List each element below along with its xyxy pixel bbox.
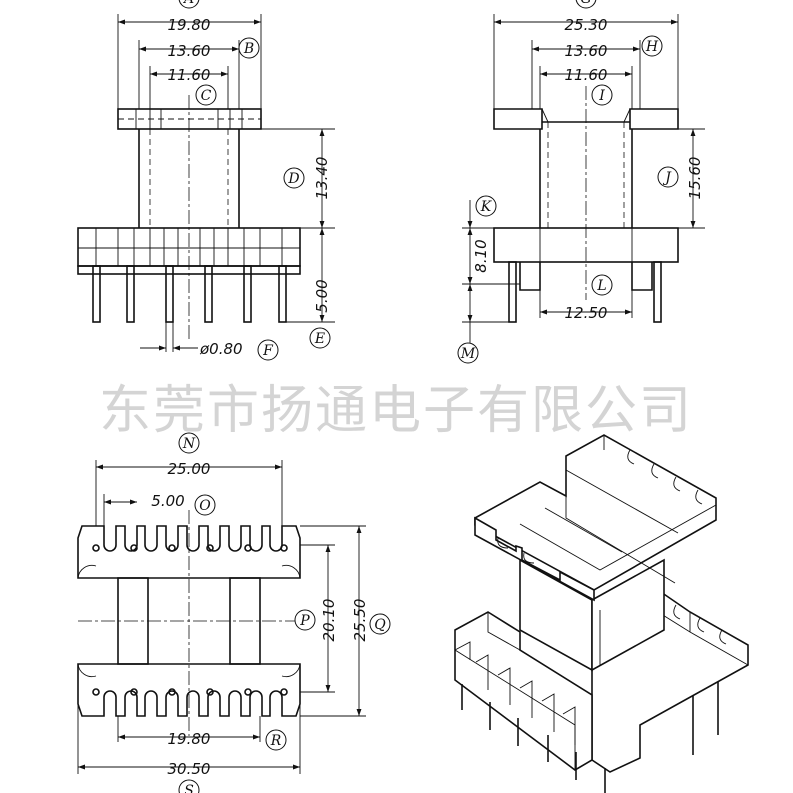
bottom-p-dim: 20.10 (320, 599, 338, 642)
bottom-pitch-dim: 5.00 (151, 492, 184, 510)
label-h: H (641, 35, 663, 57)
front-pin-length-dim: 5.00 (313, 279, 331, 312)
svg-text:R: R (270, 733, 282, 749)
svg-text:Q: Q (374, 617, 386, 633)
side-pin-span-dim: 12.50 (565, 304, 608, 322)
svg-text:H: H (645, 39, 659, 55)
label-g: G (575, 0, 597, 9)
label-q: Q (369, 613, 391, 635)
bottom-r-dim: 19.80 (168, 730, 211, 748)
svg-text:E: E (314, 331, 325, 347)
svg-text:G: G (580, 0, 591, 7)
svg-text:C: C (201, 88, 212, 104)
company-watermark: 东莞市扬通电子有限公司 (99, 381, 693, 441)
pin-diameter-dim: ø0.80 (199, 340, 243, 358)
label-m: M (457, 342, 479, 364)
front-b-dim: 13.60 (168, 42, 211, 60)
svg-text:J: J (662, 170, 672, 186)
bottom-width-n-dim: 25.00 (168, 460, 211, 478)
label-i: I (591, 84, 613, 106)
svg-text:L: L (596, 278, 606, 294)
bottom-q-dim: 25.50 (351, 599, 369, 642)
label-p: P (294, 609, 316, 631)
svg-text:B: B (243, 41, 254, 57)
front-c-dim: 11.60 (168, 66, 211, 84)
label-n: N (178, 432, 200, 454)
side-i-dim: 11.60 (565, 66, 608, 84)
svg-text:N: N (182, 436, 196, 452)
front-view: 19.80 13.60 11.60 13.40 5.00 ø0.80 A B C… (77, 0, 335, 361)
label-c: C (195, 84, 217, 106)
bottom-view: 25.00 5.00 20.10 25.50 19.80 30.50 N O P… (77, 432, 391, 793)
svg-text:F: F (262, 343, 274, 359)
svg-text:K: K (480, 199, 493, 215)
svg-text:D: D (287, 171, 299, 187)
label-r: R (265, 729, 287, 751)
front-height-dim: 13.40 (313, 157, 331, 200)
front-width-dim: 19.80 (168, 16, 211, 34)
label-e: E (309, 327, 331, 349)
side-width-dim: 25.30 (565, 16, 608, 34)
side-view: 25.30 13.60 11.60 15.60 8.10 12.50 G H I… (457, 0, 705, 364)
label-a: A (178, 0, 200, 9)
side-height-dim: 15.60 (686, 157, 704, 200)
isometric-view (454, 434, 749, 793)
label-o: O (194, 494, 216, 516)
bottom-total-dim: 30.50 (168, 760, 211, 778)
side-h-dim: 13.60 (565, 42, 608, 60)
label-j: J (657, 166, 679, 188)
label-d: D (283, 167, 305, 189)
svg-text:O: O (199, 498, 211, 514)
side-base-dim: 8.10 (472, 239, 490, 272)
svg-text:M: M (460, 346, 476, 362)
label-s: S (178, 779, 200, 793)
svg-text:S: S (184, 783, 194, 793)
label-k: K (475, 195, 497, 217)
svg-text:I: I (598, 88, 605, 104)
label-f: F (257, 339, 279, 361)
label-b: B (238, 37, 260, 59)
label-l: L (591, 274, 613, 296)
svg-text:A: A (182, 0, 194, 7)
svg-text:P: P (299, 613, 310, 629)
